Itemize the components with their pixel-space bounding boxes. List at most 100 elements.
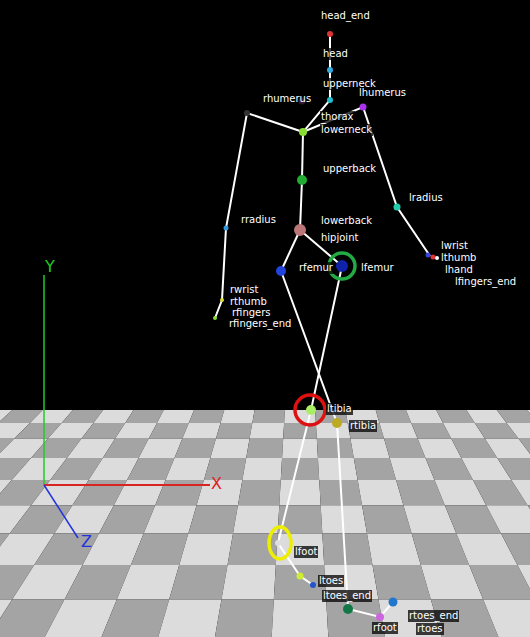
floor-tile: [527, 410, 530, 423]
y-axis: [43, 275, 45, 485]
joint-label: rtibia: [349, 420, 377, 432]
joint-label: lwrist: [440, 240, 469, 252]
floor-tile: [182, 423, 220, 439]
floor-tile: [169, 565, 227, 599]
floor-tile: [497, 458, 530, 480]
joint-label: ltoes_end: [322, 590, 372, 602]
floor-tile: [486, 505, 530, 533]
highlight-rings: [269, 253, 355, 559]
floor-tile: [354, 458, 396, 480]
floor-tile: [519, 439, 530, 458]
joint-label: lowerneck: [320, 124, 373, 136]
floor-tile: [246, 439, 283, 458]
joint: [327, 31, 333, 37]
floor-tile: [189, 410, 225, 423]
floor-tile: [507, 423, 530, 439]
z-axis: [44, 485, 78, 538]
floor-tile: [367, 534, 421, 565]
joint-label: rtoes_end: [408, 610, 459, 622]
joint-label: lfoot: [294, 546, 318, 558]
joint-label: rhumerus: [262, 93, 312, 105]
floor-tile: [501, 534, 530, 565]
floor-tile: [517, 565, 530, 599]
floor-tile: [483, 599, 530, 637]
floor-tile: [279, 480, 320, 505]
joint: [213, 316, 217, 320]
joint-label: head_end: [320, 10, 371, 22]
floor-tile: [131, 534, 188, 565]
floor-tile: [210, 439, 249, 458]
joint: [343, 604, 353, 614]
joint-label: lthumb: [440, 252, 477, 264]
floor-tile: [216, 423, 252, 439]
floor-tile: [272, 599, 329, 637]
floor-tile: [511, 480, 530, 505]
joint-label: lfemur: [360, 262, 395, 274]
joint-label: rtoes: [416, 623, 444, 635]
joint: [360, 104, 367, 111]
joint-label: lfingers_end: [454, 276, 517, 288]
joint: [297, 573, 304, 580]
joint-label: upperback: [322, 163, 377, 175]
joint: [306, 405, 316, 415]
joint-label: rfingers_end: [228, 318, 292, 330]
joint: [294, 224, 306, 236]
joint: [426, 253, 431, 258]
joint: [327, 67, 333, 73]
floor-tile: [376, 410, 412, 423]
floor-tile: [204, 458, 246, 480]
highlight-ring: [295, 395, 325, 425]
joint: [244, 110, 250, 116]
left-leg-bone: [278, 266, 342, 585]
floor-tile: [497, 410, 530, 423]
joint-label: rwrist: [229, 284, 259, 296]
joint-label: thorax: [320, 111, 355, 123]
joint: [224, 226, 229, 231]
floor-tile: [144, 505, 197, 533]
floor-tile: [165, 458, 210, 480]
joint: [220, 298, 224, 302]
axis-label: Z: [80, 533, 93, 551]
joint: [394, 204, 401, 211]
right-arm-bone: [215, 113, 303, 318]
joint-label: hipjoint: [320, 232, 359, 244]
floor-tile: [179, 534, 233, 565]
joint-label: head: [322, 48, 349, 60]
axes: [44, 275, 210, 538]
x-axis: [44, 484, 210, 486]
joint: [389, 598, 398, 607]
floor-tile: [372, 565, 430, 599]
joint: [299, 128, 307, 136]
floor-tile: [158, 599, 221, 637]
joint-label: rradius: [240, 214, 277, 226]
left-arm-bone: [303, 107, 430, 256]
floor-tile: [157, 410, 194, 423]
joint: [310, 582, 316, 588]
joint-label: lradius: [408, 192, 444, 204]
joints: [213, 31, 439, 621]
floor-tile: [322, 534, 372, 565]
joint: [332, 418, 342, 428]
joint: [276, 266, 286, 276]
floor-tile: [358, 480, 404, 505]
highlight-ring: [269, 527, 291, 559]
right-leg-bone: [281, 271, 393, 617]
floor-tile: [221, 565, 275, 599]
floor-tile: [362, 505, 412, 533]
floor-tile: [221, 410, 255, 423]
floor-tile: [252, 410, 285, 423]
joint-label: ltoes: [318, 575, 344, 587]
floor-tile: [242, 458, 282, 480]
joint: [336, 260, 348, 272]
bones: [215, 34, 430, 617]
floor-tile: [350, 439, 389, 458]
axis-label: Y: [44, 258, 56, 276]
floor-tile: [318, 458, 358, 480]
floor-tile: [379, 423, 417, 439]
joint-label: lowerback: [320, 215, 373, 227]
joint: [431, 255, 436, 260]
floor-tile: [125, 410, 164, 423]
floor-tile: [117, 565, 179, 599]
floor-tile: [155, 480, 204, 505]
floor-tile: [528, 505, 530, 533]
